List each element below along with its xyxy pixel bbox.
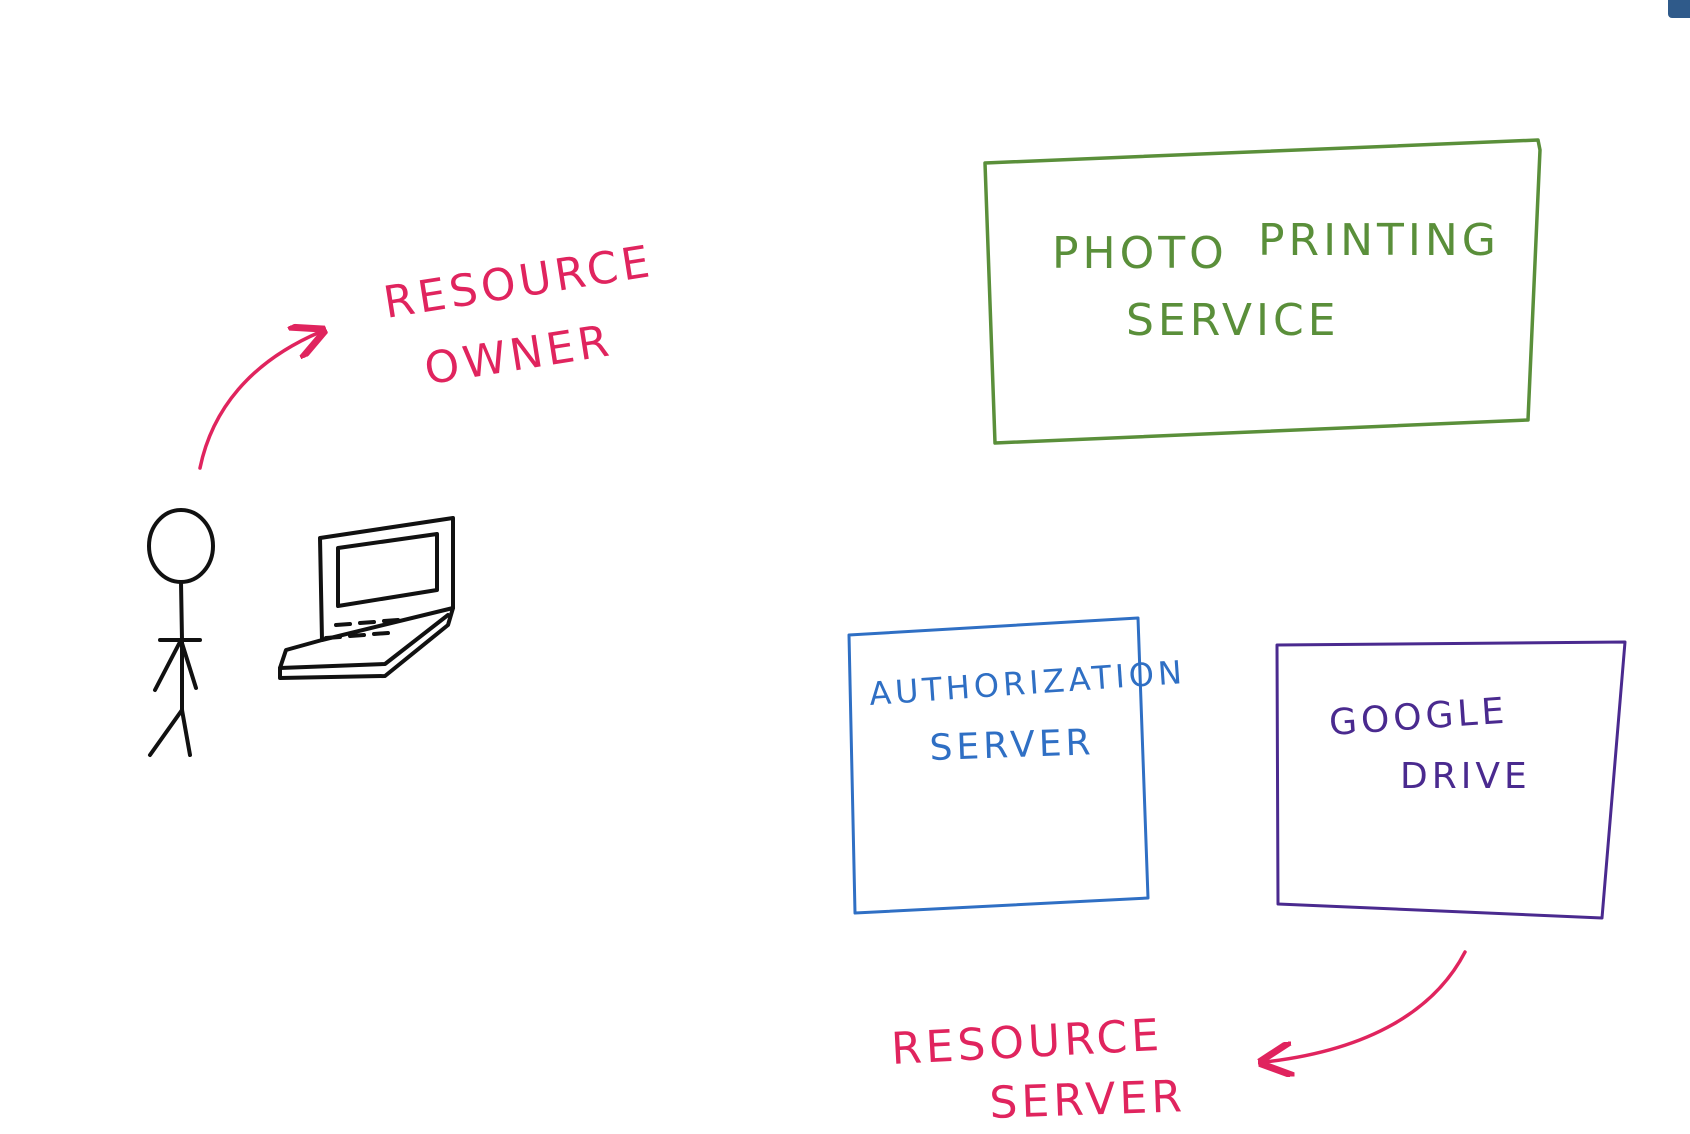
resource-owner-arrow <box>198 332 320 470</box>
photo-printing-service-label-line1: PHOTO <box>1052 228 1228 279</box>
authorization-server-box: AUTHORIZATION SERVER <box>847 616 1187 915</box>
google-drive-label-line2: DRIVE <box>1400 756 1531 797</box>
stick-figure-icon <box>147 508 215 757</box>
photo-printing-service-label-line2: PRINTING <box>1258 215 1500 266</box>
google-drive-label-line1: GOOGLE <box>1328 691 1510 744</box>
authorization-server-label-line1: AUTHORIZATION <box>868 653 1187 713</box>
resource-server-label-line1: RESOURCE <box>890 1010 1164 1075</box>
resource-owner-label-line2: OWNER <box>421 315 616 395</box>
photo-printing-service-label-line3: SERVICE <box>1126 295 1340 346</box>
corner-tab <box>1668 0 1690 18</box>
authorization-server-label-line2: SERVER <box>929 722 1095 769</box>
google-drive-box: GOOGLE DRIVE <box>1275 640 1627 920</box>
resource-owner-label-line1: RESOURCE <box>380 236 657 329</box>
photo-printing-service-box: PHOTO PRINTING SERVICE <box>983 138 1542 445</box>
resource-server-label-line2: SERVER <box>989 1071 1187 1129</box>
resource-server-arrow <box>1265 950 1467 1062</box>
laptop-icon <box>278 516 455 680</box>
